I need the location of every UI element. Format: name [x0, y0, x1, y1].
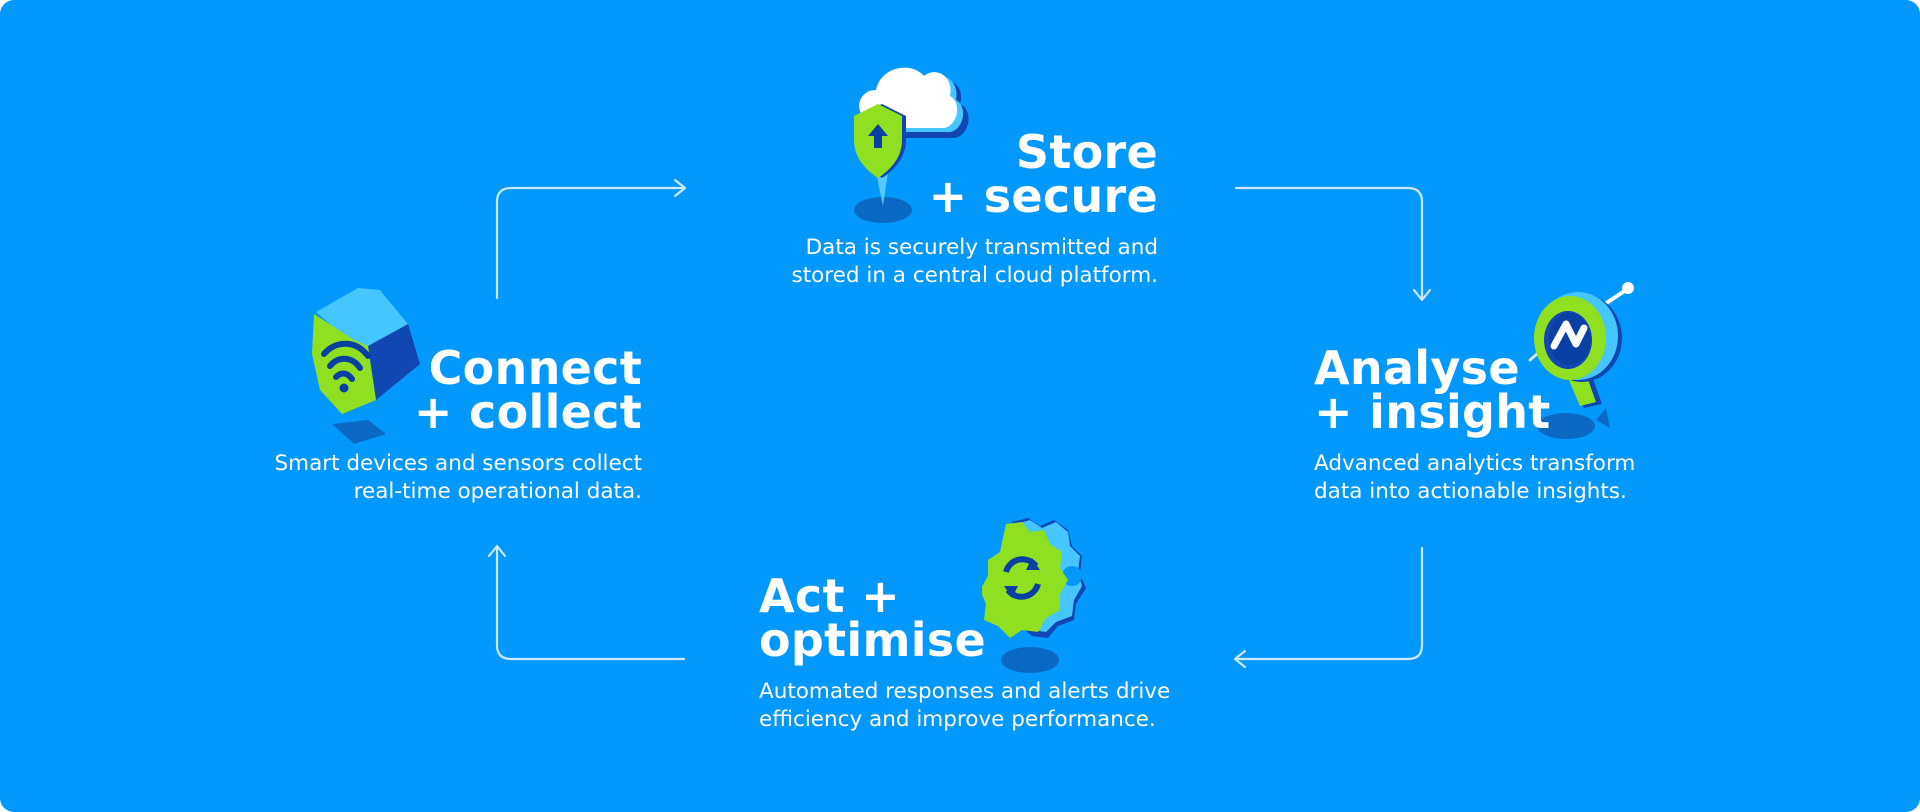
magnifier-chart-icon [1528, 282, 1634, 439]
stage-act-description-line-2: efficiency and improve performance. [759, 707, 1156, 732]
stage-analyse-title: Analyse + insight [1314, 341, 1635, 439]
stage-act-title: Act + optimise [759, 569, 1170, 667]
wifi-hexagon-icon [312, 288, 420, 444]
arrow-connect-to-store [495, 186, 686, 300]
arrowhead-store-to-analyse [1412, 288, 1432, 302]
stage-store-description-line-2: stored in a central cloud platform. [791, 263, 1158, 288]
stage-act-description: Automated responses and alerts drive eff… [759, 678, 1170, 734]
stage-act: Act + optimise Automated responses and a… [759, 569, 1170, 734]
stage-connect-title: Connect + collect [275, 341, 643, 439]
stage-connect-description-line-1: Smart devices and sensors collect [274, 451, 643, 476]
cloud-shield-icon [854, 67, 969, 223]
arrowhead-analyse-to-act [1233, 649, 1247, 669]
stage-analyse-description-line-1: Advanced analytics transform [1314, 451, 1636, 476]
stage-store: Store + secure Data is securely transmit… [792, 125, 1158, 290]
stage-connect-description: Smart devices and sensors collect real-t… [275, 450, 643, 506]
stage-act-description-line-1: Automated responses and alerts drive [759, 679, 1171, 704]
arrow-act-to-connect [495, 546, 686, 661]
stage-connect-title-line-2: + collect [413, 385, 642, 439]
stage-analyse-title-line-1: Analyse [1314, 341, 1520, 395]
stage-store-description-line-1: Data is securely transmitted and [805, 235, 1158, 260]
stage-connect-title-line-1: Connect [428, 341, 642, 395]
arrow-store-to-analyse [1234, 186, 1424, 300]
arrowhead-act-to-connect [487, 544, 507, 558]
arrow-analyse-to-act [1234, 546, 1424, 661]
stage-analyse-title-line-2: + insight [1314, 385, 1551, 439]
stage-connect: Connect + collect Smart devices and sens… [275, 341, 643, 506]
stage-connect-description-line-2: real-time operational data. [353, 479, 642, 504]
gear-refresh-icon [982, 518, 1086, 673]
stage-store-title-line-2: + secure [928, 169, 1158, 223]
stage-analyse-description: Advanced analytics transform data into a… [1314, 450, 1635, 506]
stage-store-title-line-1: Store [1015, 125, 1158, 179]
arrowhead-connect-to-store [673, 178, 687, 198]
stage-analyse-description-line-2: data into actionable insights. [1314, 479, 1627, 504]
stage-act-title-line-2: optimise [759, 613, 986, 667]
stage-analyse: Analyse + insight Advanced analytics tra… [1314, 341, 1635, 506]
stage-store-description: Data is securely transmitted and stored … [792, 234, 1158, 290]
stage-act-title-line-1: Act + [759, 569, 900, 623]
stage-store-title: Store + secure [792, 125, 1158, 223]
